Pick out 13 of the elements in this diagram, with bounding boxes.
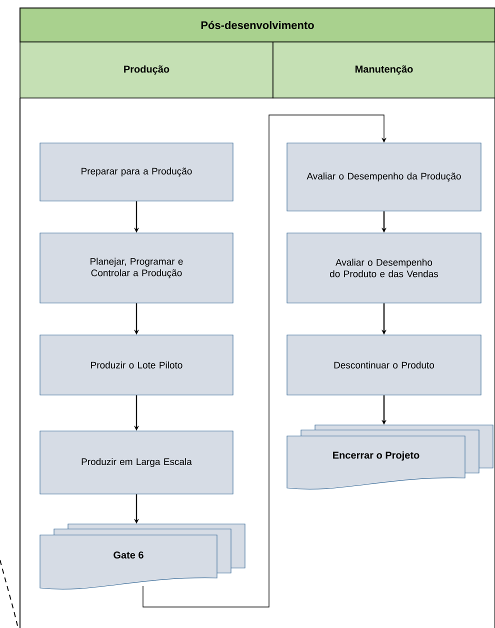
process-box: Avaliar o Desempenho da Produção bbox=[286, 142, 482, 212]
arrow bbox=[142, 114, 387, 608]
document-stack: Gate 6 bbox=[40, 524, 246, 590]
column-header: Produção bbox=[20, 42, 274, 98]
document-stack: Encerrar o Projeto bbox=[286, 424, 494, 490]
process-box: Preparar para a Produção bbox=[40, 142, 234, 202]
title-band: Pós-desenvolvimento bbox=[20, 8, 495, 42]
process-box: Descontinuar o Produto bbox=[286, 334, 482, 396]
process-box: Produzir em Larga Escala bbox=[40, 430, 234, 494]
process-box: Avaliar o Desempenho do Produto e das Vendas bbox=[286, 232, 482, 304]
process-box: Produzir o Lote Piloto bbox=[40, 334, 234, 396]
column-header: Manutenção bbox=[272, 42, 495, 98]
process-box: Planejar, Programar e Controlar a Produção bbox=[40, 232, 234, 304]
